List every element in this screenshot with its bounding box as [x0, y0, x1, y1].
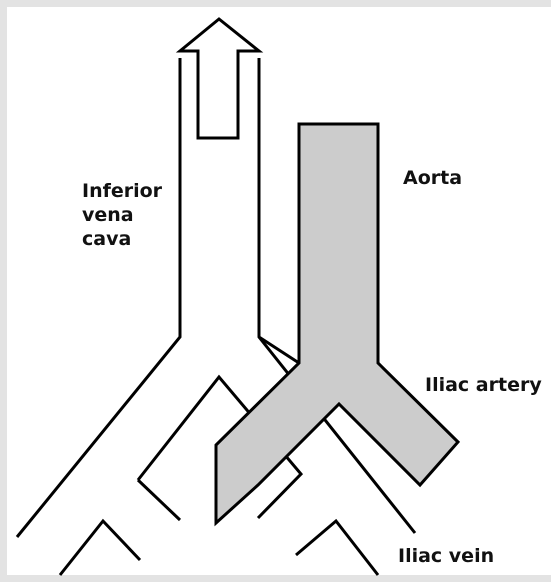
label-iliac-artery: Iliac artery: [425, 373, 542, 397]
iliac-vein-stub-left: [60, 521, 140, 575]
label-ivc-line1: Inferior: [82, 179, 162, 203]
ivc-left-wall: [17, 58, 180, 537]
iliac-vein-stub-right: [296, 521, 378, 575]
label-aorta: Aorta: [403, 166, 462, 190]
iliac-vein-inner-left: [138, 480, 180, 520]
label-iliac-vein: Iliac vein: [398, 544, 494, 568]
iliac-vein-overlap: [259, 337, 299, 363]
label-inferior-vena-cava: Inferior vena cava: [82, 179, 162, 251]
label-ivc-line2: vena: [82, 203, 162, 227]
flow-arrow-icon: [180, 19, 259, 138]
label-ivc-line3: cava: [82, 227, 162, 251]
